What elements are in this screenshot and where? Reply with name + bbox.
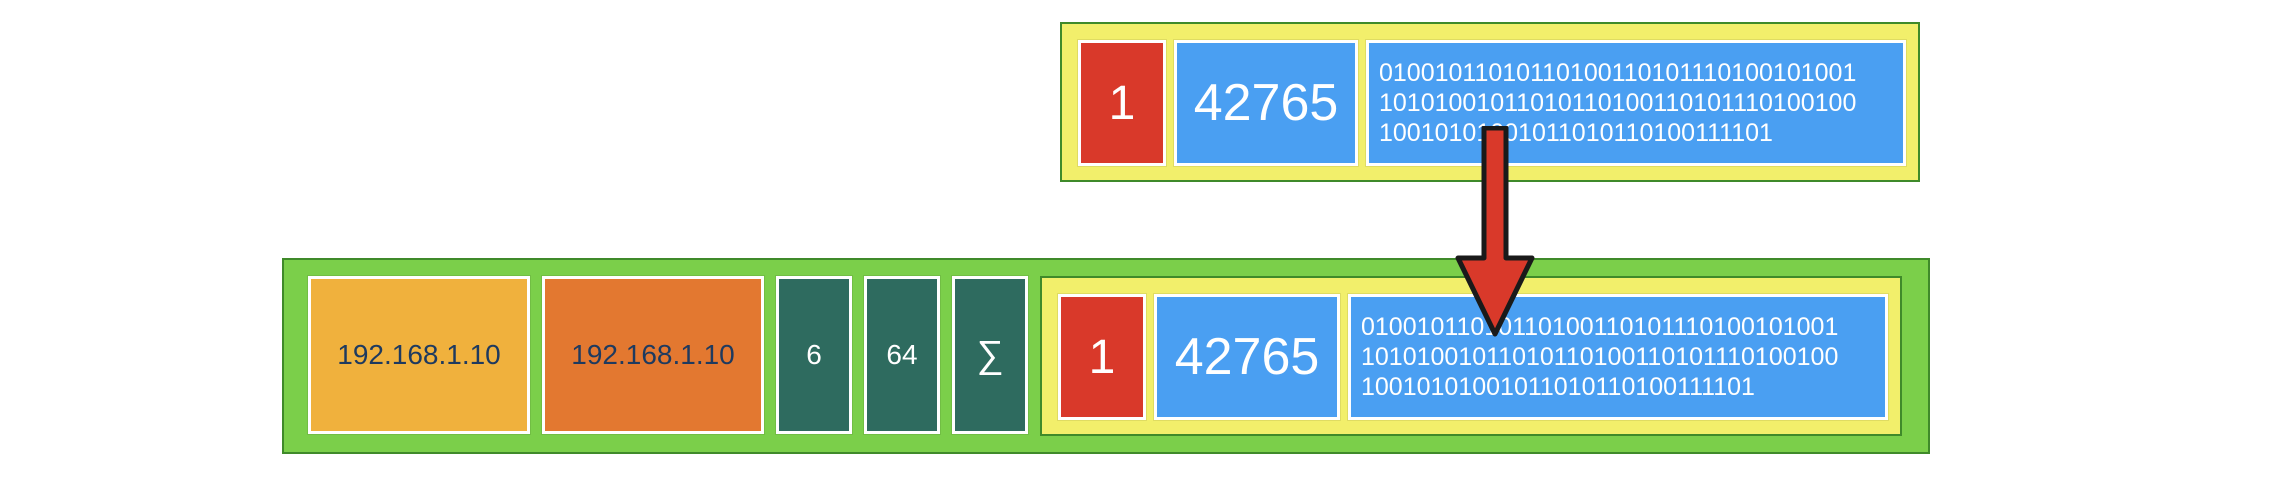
udp-source-port-embedded: 1 — [1058, 294, 1146, 420]
checksum-sigma-icon: ∑ — [976, 333, 1004, 376]
udp-destination-port-embedded-label: 42765 — [1174, 328, 1320, 386]
udp-destination-port-embedded: 42765 — [1154, 294, 1340, 420]
ip-destination-address-label: 192.168.1.10 — [571, 339, 735, 370]
udp-payload-top: 01001011010110100110101110100101001 1010… — [1366, 40, 1906, 166]
payload-line: 10101001011010110100110101110100100 — [1361, 343, 1839, 371]
ip-ttl-field: 64 — [864, 276, 940, 434]
payload-line: 01001011010110100110101110100101001 — [1379, 59, 1857, 87]
ip-destination-address: 192.168.1.10 — [542, 276, 764, 434]
udp-payload-embedded-lines: 01001011010110100110101110100101001 1010… — [1361, 312, 1838, 402]
payload-line: 10010101001011010110100111101 — [1379, 119, 1773, 147]
udp-destination-port-top: 42765 — [1174, 40, 1358, 166]
ip-source-address-label: 192.168.1.10 — [337, 339, 501, 370]
ip-protocol-field: 6 — [776, 276, 852, 434]
udp-source-port-embedded-label: 1 — [1088, 330, 1116, 384]
ip-source-address: 192.168.1.10 — [308, 276, 530, 434]
ip-protocol-label: 6 — [806, 339, 822, 370]
udp-source-port-top: 1 — [1078, 40, 1166, 166]
payload-line: 01001011010110100110101110100101001 — [1361, 313, 1839, 341]
udp-payload-top-lines: 01001011010110100110101110100101001 1010… — [1379, 58, 1856, 148]
ip-ttl-label: 64 — [886, 339, 918, 370]
ip-checksum-field: ∑ — [952, 276, 1028, 434]
udp-payload-embedded: 01001011010110100110101110100101001 1010… — [1348, 294, 1888, 420]
encapsulation-arrow-icon — [1455, 126, 1535, 337]
payload-line: 10010101001011010110100111101 — [1361, 373, 1755, 401]
udp-source-port-top-label: 1 — [1108, 76, 1136, 130]
payload-line: 10101001011010110100110101110100100 — [1379, 89, 1857, 117]
udp-destination-port-top-label: 42765 — [1193, 74, 1339, 132]
